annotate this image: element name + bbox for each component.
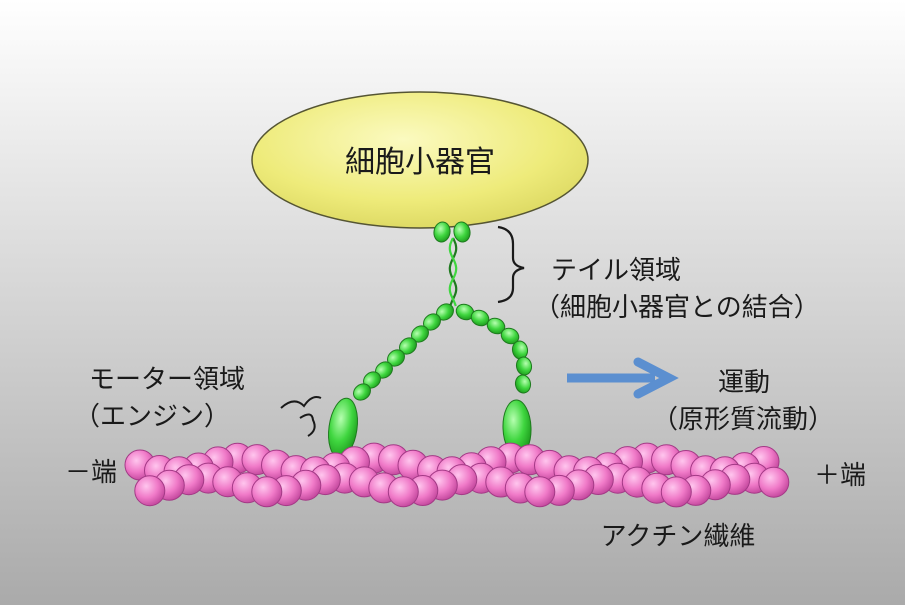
actin-bead [134,475,166,507]
tail-region-sublabel: （細胞小器官との結合） [534,293,820,323]
myosin-arm-bead [500,327,520,345]
movement-sublabel: （原形質流動） [652,405,834,435]
plus-end-label: ＋端 [814,461,866,491]
minus-end-label: －端 [65,458,117,488]
myosin-molecule [328,221,533,459]
neck-strand [448,237,458,307]
tail-region-bracket [497,225,525,304]
motor-region-sublabel: （エンジン） [74,402,230,432]
actin-bead [758,466,790,498]
neck-strand [448,237,458,307]
actin-bead [660,476,692,508]
movement-arrow [567,357,679,399]
myosin-arm-bead [514,374,532,394]
tail-region-label: テイル領域 [551,256,681,286]
actin-bead [387,476,419,508]
myosin-arm-bead [353,383,371,401]
motor-region-bracket [280,396,322,437]
actin-bead [251,476,283,508]
myosin-tail-bead [433,221,451,243]
actin-filament-label: アクチン繊維 [601,522,756,552]
myosin-arm-bead [515,356,533,376]
movement-label: 運動 [718,368,770,398]
actin-filament [124,442,790,508]
motor-region-label: モーター領域 [89,365,245,395]
actin-bead [524,476,556,508]
myosin-tail-bead [453,221,471,243]
organelle-ellipse [251,91,589,229]
organelle-label: 細胞小器官 [345,145,495,180]
myosin-neck-coil [448,237,458,307]
